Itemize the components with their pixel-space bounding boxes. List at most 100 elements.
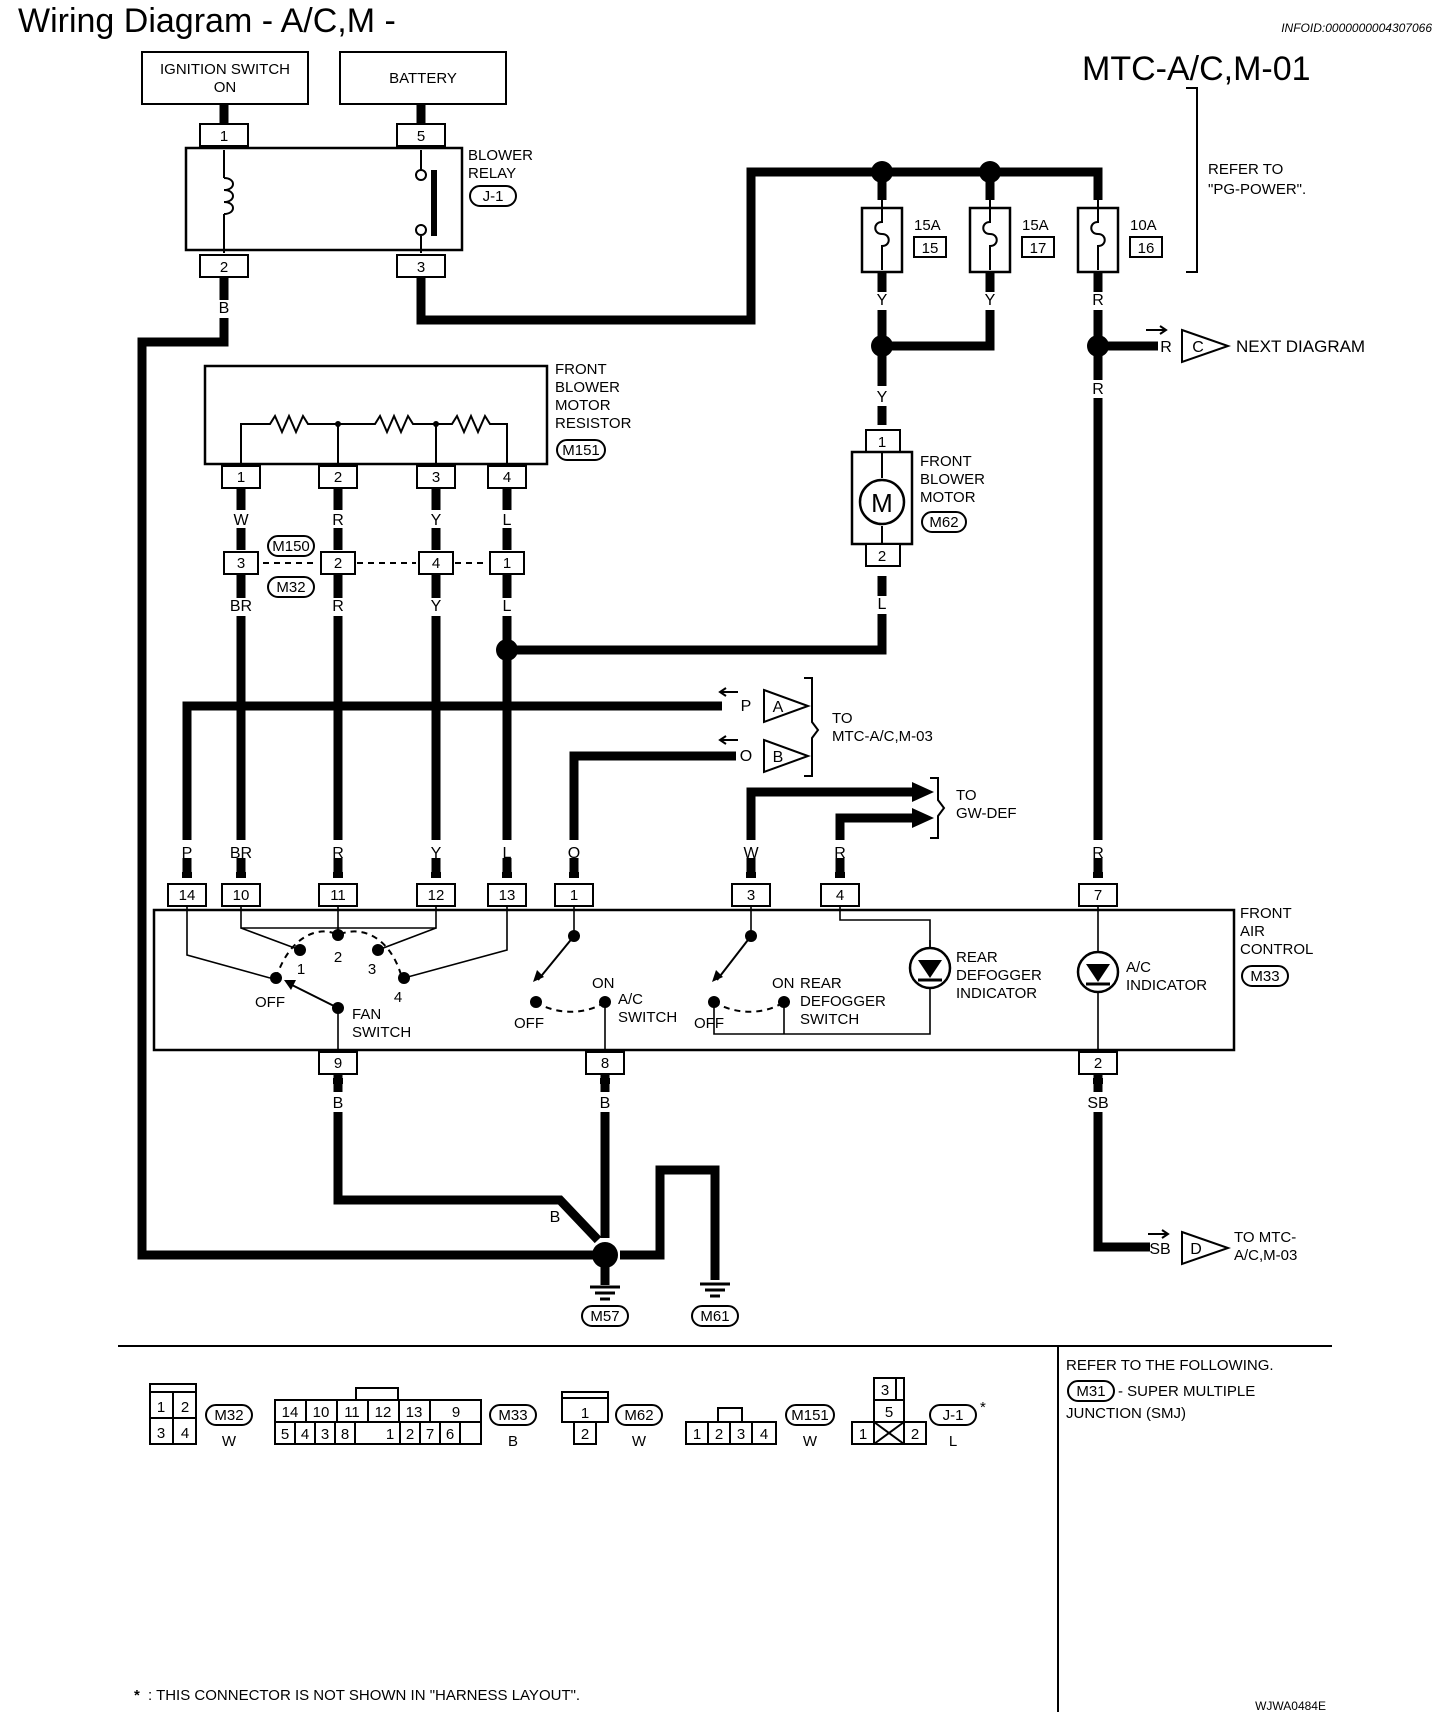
- fan-pos-4: 4: [394, 989, 402, 1006]
- wire-color-fac-13: L: [503, 845, 512, 862]
- legend-m33-top-1: 14: [282, 1404, 299, 1421]
- inline-code-m150-oval: [267, 535, 315, 557]
- offpage-a-arrow: [763, 688, 811, 724]
- fac-pin-1: 1: [570, 887, 578, 904]
- fuse-16-number: 16: [1138, 240, 1155, 257]
- legend-m32-color: W: [222, 1433, 237, 1450]
- legend-m33-bot-7: 7: [426, 1426, 434, 1443]
- offpage-c-letter: C: [1192, 339, 1204, 356]
- offpage-b-letter: B: [773, 749, 784, 766]
- fan-pos-3: 3: [368, 961, 376, 978]
- legend-j1-pin-2: 2: [911, 1426, 919, 1443]
- ground-m61-code: M61: [700, 1308, 729, 1325]
- legend-j1-oval: [929, 1404, 977, 1426]
- wire-color-res-1: W: [233, 512, 249, 529]
- wire-color-fac-9: B: [333, 1095, 344, 1112]
- relay-code-oval: [469, 185, 517, 207]
- wire-color-fac-2: SB: [1087, 1095, 1108, 1112]
- fac-pin-10: 10: [233, 887, 250, 904]
- fuse-15-box: [913, 236, 947, 258]
- wire-color-motor-in: Y: [877, 389, 888, 406]
- ground-m57-oval: [581, 1305, 629, 1327]
- relay-label-line-2: RELAY: [468, 165, 516, 182]
- footer-star: *: [134, 1687, 140, 1704]
- fac-label-3: CONTROL: [1240, 941, 1313, 958]
- fuse-17-number: 17: [1030, 240, 1047, 257]
- defog-switch-label-1: REAR: [800, 975, 842, 992]
- ac-switch: [530, 906, 611, 1050]
- motor-label-1: FRONT: [920, 453, 972, 470]
- wire-color-fac-10: BR: [230, 845, 252, 862]
- wire-color-res-3: Y: [431, 512, 442, 529]
- legend-m33-bot-3: 3: [321, 1426, 329, 1443]
- wire-color-fac-12: Y: [431, 845, 442, 862]
- legend-m151-pin-4: 4: [760, 1426, 768, 1443]
- splice-dots: [496, 161, 1109, 1268]
- offpage-b-arrow: [763, 738, 811, 774]
- resistor-label-4: RESISTOR: [555, 415, 632, 432]
- inline-pin-4: 4: [432, 555, 440, 572]
- legend-m32-code: M32: [214, 1407, 243, 1424]
- legend-j1-color: L: [949, 1433, 957, 1450]
- refer-following: REFER TO THE FOLLOWING.: [1066, 1357, 1274, 1374]
- fuse-16-rating: 10A: [1130, 217, 1157, 234]
- legend-j1-pin-1: 1: [859, 1426, 867, 1443]
- offpage-d-arrow: [1181, 1230, 1232, 1266]
- legend-m151-code: M151: [791, 1407, 829, 1424]
- fac-pin-7: 7: [1094, 887, 1102, 904]
- offpage-d-text-2: A/C,M-03: [1234, 1247, 1297, 1264]
- legend-m151-pin-3: 3: [737, 1426, 745, 1443]
- fuse-17-box: [1021, 236, 1055, 258]
- pg-power-bracket: [1186, 87, 1198, 273]
- gwdef-arrow-2: [912, 808, 934, 828]
- wire-color-ground-4: B: [655, 1209, 666, 1226]
- battery-label: BATTERY: [389, 70, 457, 87]
- legend-m32-pin-2: 2: [181, 1399, 189, 1416]
- fac-pin-2: 2: [1094, 1055, 1102, 1072]
- fuse-15-number: 15: [922, 240, 939, 257]
- smj-text: - SUPER MULTIPLE: [1118, 1383, 1255, 1400]
- rear-defogger-indicator-led: [839, 906, 952, 990]
- ground-symbol-m61: [700, 1282, 730, 1298]
- ac-indicator-1: A/C: [1126, 959, 1151, 976]
- fan-switch-label-2: SWITCH: [352, 1024, 411, 1041]
- wire-color-harness-2: R: [332, 598, 344, 615]
- defog-indicator-1: REAR: [956, 949, 998, 966]
- motor-pin-2: 2: [878, 548, 886, 565]
- wire-color-harness-3: Y: [431, 598, 442, 615]
- to-mtc03-line-1: TO: [832, 710, 853, 727]
- legend-m33-oval: [489, 1404, 537, 1426]
- wire-color-fac-4: R: [834, 845, 846, 862]
- legend-m62-pin-2: 2: [581, 1426, 589, 1443]
- diagram-code: MTC-A/C,M-01: [1082, 50, 1311, 88]
- legend-j1-pin-5: 5: [885, 1404, 893, 1421]
- wire-color-motor-out: L: [878, 596, 887, 613]
- legend-m33-bot-2: 4: [301, 1426, 309, 1443]
- relay-pin-3: 3: [417, 259, 425, 276]
- refer-pg-power-line-2: "PG-POWER".: [1208, 181, 1306, 198]
- legend-m62-color: W: [632, 1433, 647, 1450]
- smj-text-2: JUNCTION (SMJ): [1066, 1405, 1186, 1422]
- legend-m62-pin-1: 1: [581, 1405, 589, 1422]
- legend-m33-top-6: 9: [452, 1404, 460, 1421]
- wire-color-offpage-a: P: [741, 698, 752, 715]
- wire-color-ground-5: B: [710, 1209, 721, 1226]
- footer-code: WJWA0484E: [1255, 1699, 1326, 1713]
- legend-m33-top-5: 13: [406, 1404, 423, 1421]
- inline-pin-1: 1: [503, 555, 511, 572]
- defog-indicator-2: DEFOGGER: [956, 967, 1042, 984]
- legend-m151-connector: [685, 1407, 777, 1445]
- wire-color-fac-11: R: [332, 845, 344, 862]
- wire-color-next-diagram: R: [1160, 339, 1172, 356]
- blower-relay: 1 5 2 3: [184, 123, 464, 278]
- gwdef-arrow-1: [912, 782, 934, 802]
- motor-label-2: BLOWER: [920, 471, 985, 488]
- wire-color-r-down: R: [1092, 381, 1104, 398]
- wire-color-res-2: R: [332, 512, 344, 529]
- legend-j1-pin-3: 3: [881, 1382, 889, 1399]
- fac-pin-14: 14: [179, 887, 196, 904]
- fan-switch: [186, 906, 508, 1050]
- wire-color-fuse17: Y: [985, 292, 996, 309]
- legend-m32-oval: [205, 1404, 253, 1426]
- legend-j1-star: *: [980, 1399, 986, 1416]
